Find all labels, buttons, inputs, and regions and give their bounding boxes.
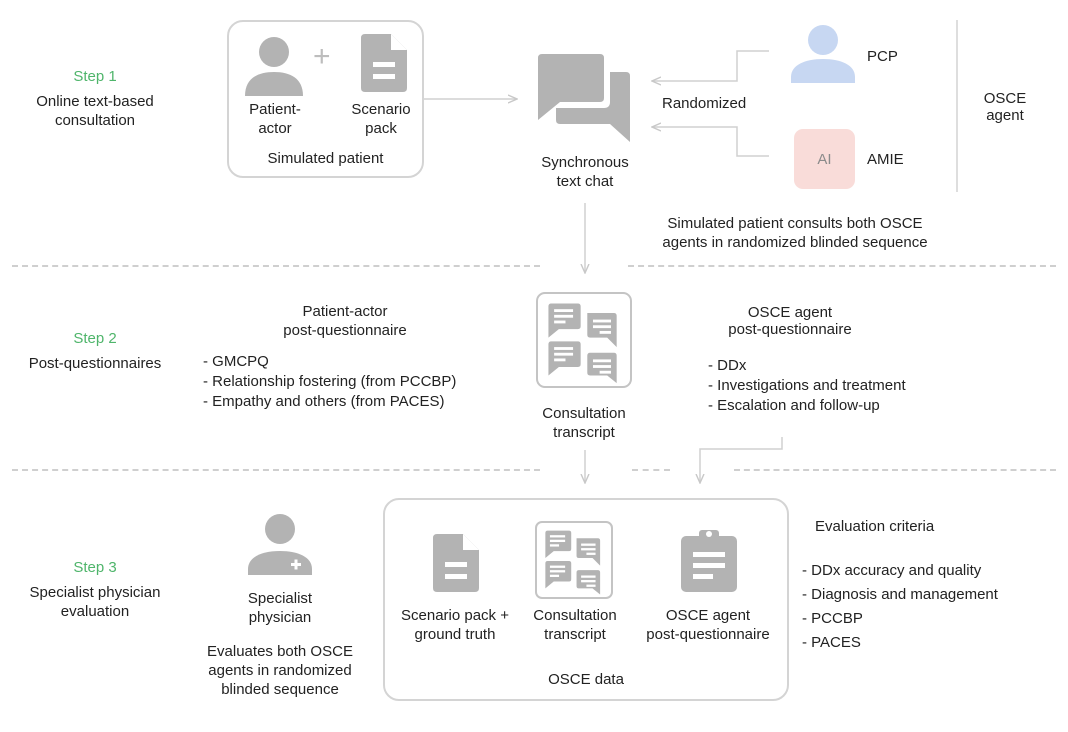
transcript-bubbles-icon [545,530,601,595]
osce-transcript-icon [535,521,613,599]
list-item: - Escalation and follow-up [708,397,880,414]
osce-item-agent-questionnaire: OSCE agent post-questionnaire [646,607,770,643]
agent-questionnaire-list: - DDx - Investigations and treatment - E… [708,356,906,416]
chat-bubbles-icon [538,54,630,142]
step1-title: Online text-based consultation [36,93,154,129]
ai-badge-text: AI [817,150,832,168]
separator-step1-right [628,265,1056,267]
osce-item-transcript: Consultation transcript [533,607,617,643]
step3-header: Step 3 Specialist physician evaluation [5,559,185,621]
pcp-person-icon [791,25,855,83]
arrow-amie-to-chat [653,127,769,157]
patient-actor-icon [245,37,303,96]
specialist-physician-icon [248,514,312,575]
step2-label: Step 2 [73,330,117,347]
separator-step2-left [12,469,540,471]
list-item: - Empathy and others (from PACES) [203,393,445,410]
chat-label: Synchronous text chat [541,154,629,190]
separator-step1-left [12,265,540,267]
patient-questionnaire-list: - GMCPQ - Relationship fostering (from P… [203,352,456,412]
consultation-transcript-label: Consultation transcript [542,405,626,441]
osce-agent-group-label: OSCE agent [983,90,1027,124]
specialist-evaluation-note: Evaluates both OSCE agents in randomized… [207,643,353,698]
osce-data-box: Scenario pack + ground truth Consultatio… [383,498,789,701]
scenario-pack-icon [361,34,407,92]
list-item: - Investigations and treatment [708,377,906,394]
evaluation-criteria-list: - DDx accuracy and quality - Diagnosis a… [802,559,998,655]
list-item: - PCCBP [802,610,863,627]
step3-title: Specialist physician evaluation [29,584,161,620]
plus-sign: + [313,40,331,73]
patient-questionnaire-heading: Patient-actor post-questionnaire [283,303,407,339]
list-item: - Relationship fostering (from PCCBP) [203,373,457,390]
list-item: - DDx accuracy and quality [802,562,982,579]
consultation-transcript-icon [536,292,632,388]
amie-label: AMIE [867,151,904,168]
list-item: - GMCPQ [203,353,269,370]
osce-data-caption: OSCE data [548,671,624,688]
list-item: - DDx [708,357,747,374]
list-item: - Diagnosis and management [802,586,998,603]
simulated-patient-box: + Patient- actor Scenario pack Simulated… [227,20,424,178]
step2-header: Step 2 Post-questionnaires [10,330,180,373]
patient-actor-label: Patient- actor [249,101,301,137]
separator-step2-mid [632,469,670,471]
separator-step2-right [734,469,1056,471]
step1-label: Step 1 [73,68,117,85]
clipboard-questionnaire-icon [681,530,737,592]
pcp-label: PCP [867,48,898,65]
list-item: - PACES [802,634,861,651]
amie-ai-badge: AI [794,129,855,189]
step1-header: Step 1 Online text-based consultation [10,68,180,130]
simulated-patient-caption: Simulated patient [267,150,384,167]
osce-item-scenario: Scenario pack + ground truth [401,607,509,643]
randomization-note: Simulated patient consults both OSCE age… [662,215,928,251]
step3-label: Step 3 [73,559,117,576]
randomized-label: Randomized [662,95,747,112]
scenario-pack-label: Scenario pack [351,101,411,137]
scenario-ground-truth-icon [433,534,479,592]
evaluation-criteria-heading: Evaluation criteria [815,518,935,535]
specialist-physician-label: Specialist physician [247,590,313,626]
arrow-pcp-to-chat [653,50,769,81]
transcript-bubbles-icon [548,303,617,384]
arrow-agent-questionnaire-to-osce-data [700,437,783,482]
step2-title: Post-questionnaires [28,355,162,372]
agent-questionnaire-heading: OSCE agent post-questionnaire [728,304,852,338]
